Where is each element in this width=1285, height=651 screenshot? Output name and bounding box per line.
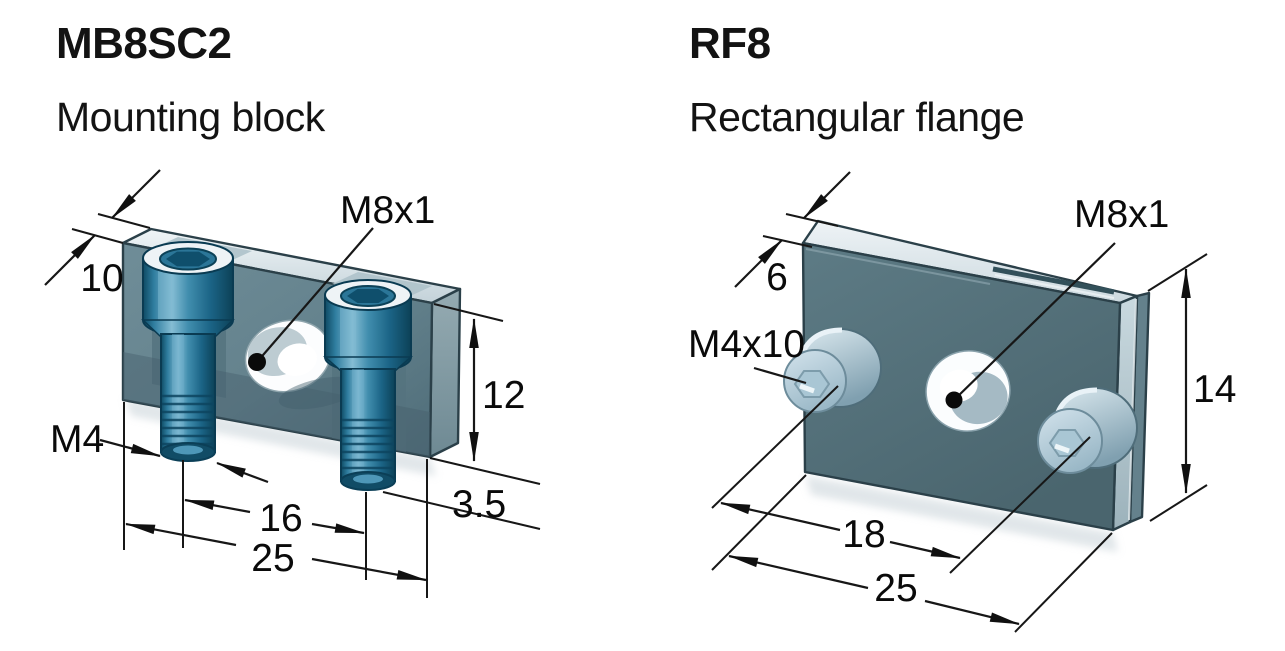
mb8sc2-height-label: 12: [482, 374, 525, 417]
mb8sc2-subtitle: Mounting block: [56, 94, 325, 140]
leader-dot: [248, 353, 266, 371]
mb8sc2-header: MB8SC2 Mounting block: [56, 22, 325, 138]
block-side-face: [428, 287, 462, 459]
m8-hole: [925, 350, 1011, 432]
label-center-thread: M8x1: [945, 193, 1169, 409]
mb8sc2-screw-thread-label: M4: [50, 418, 104, 461]
dim-width-25: 25: [711, 474, 1113, 633]
rf8-center-thread-label: M8x1: [1074, 193, 1169, 236]
mb8sc2-offset-label: 3.5: [452, 483, 506, 526]
hex-socket: [347, 289, 389, 303]
label-center-thread: M8x1: [248, 189, 435, 371]
dim-offset-3-5: 3.5: [382, 457, 541, 530]
m8-hole: [244, 319, 332, 393]
mb8sc2-width-label: 25: [251, 537, 294, 580]
rf8-height-label: 14: [1193, 368, 1236, 411]
dim-height-14: 14: [1147, 253, 1236, 522]
mb8sc2-title: MB8SC2: [56, 19, 232, 68]
mb8sc2-center-thread-label: M8x1: [340, 189, 435, 232]
rectangular-flange-drawing: 6 M8x1 M4x10 14: [688, 171, 1236, 633]
rf8-header: RF8 Rectangular flange: [689, 19, 1025, 140]
mounting-block-drawing: 10 M8x1 12 3.5: [44, 169, 541, 598]
leader-dot: [945, 391, 963, 409]
rf8-screw-label: M4x10: [688, 323, 805, 366]
dim-height-12: 12: [433, 303, 525, 462]
mb8sc2-spacing-label: 16: [259, 497, 302, 540]
rf8-title: RF8: [689, 19, 771, 68]
flange-screw-left: [783, 327, 882, 413]
dim-spacing-18: 18: [711, 385, 1091, 574]
socket-screw-left: [141, 241, 235, 462]
dim-width-25: 25: [123, 402, 428, 598]
rf8-subtitle: Rectangular flange: [689, 94, 1025, 140]
socket-screw-right: [323, 279, 413, 491]
top-edge-highlight: [805, 248, 991, 285]
rf8-width-label: 25: [874, 567, 917, 610]
thread-ridges: [162, 394, 214, 446]
label-screw-thread-m4: M4: [50, 418, 269, 484]
rf8-spacing-label: 18: [842, 513, 885, 556]
label-screw-m4x10: M4x10: [688, 323, 807, 385]
dim-depth-6: 6: [734, 171, 851, 299]
flange-screw-right: [1037, 387, 1138, 474]
rf8-depth-label: 6: [766, 256, 788, 299]
flange-shadow: [806, 476, 1118, 552]
hex-socket: [166, 251, 210, 267]
dim-depth-10: 10: [44, 169, 161, 300]
thread-ridges: [342, 418, 394, 470]
dim-spacing-16: 16: [182, 460, 367, 580]
mb8sc2-depth-label: 10: [80, 257, 123, 300]
top-slot: [992, 266, 1115, 295]
top-slot-highlight: [994, 274, 1115, 299]
hex-socket: [793, 370, 831, 398]
